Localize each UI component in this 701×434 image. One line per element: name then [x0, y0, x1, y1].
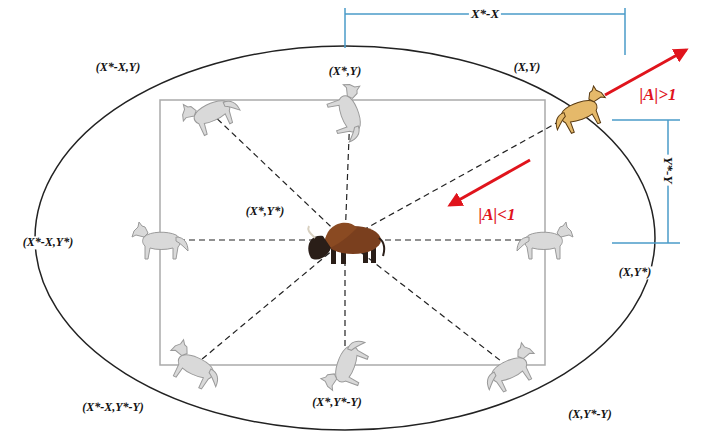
wolves: [132, 80, 613, 398]
bison-hump: [325, 223, 357, 250]
coordinate-label: (X,Y*-Y): [566, 408, 614, 421]
exploitation-arrow: [450, 160, 530, 205]
coordinate-label: (X*-X,Y*-Y): [80, 401, 146, 414]
coordinate-label: (X,Y): [512, 61, 542, 74]
lead-wolf: [548, 84, 613, 138]
dimension-tick: [612, 119, 680, 121]
bison: [308, 223, 384, 264]
coordinate-label: (X*,Y*-Y): [310, 396, 364, 409]
bison-tail: [379, 238, 384, 256]
dashed-line: [345, 240, 510, 368]
dimension-label: Y*-Y: [661, 155, 675, 186]
dimension-label: X*-X: [469, 7, 501, 21]
wolf: [517, 222, 573, 259]
wolf: [132, 222, 188, 259]
bison-head: [308, 236, 331, 260]
search-ellipse: [35, 46, 655, 430]
wolf: [323, 80, 377, 145]
wolf: [162, 337, 228, 394]
coordinate-label: (X*-X,Y*): [21, 236, 75, 249]
bison-horn: [308, 226, 315, 238]
dimension-tick: [344, 8, 346, 48]
wolf: [177, 84, 243, 141]
coordinate-label: (X*-X,Y): [94, 61, 142, 74]
condition-label: |A|<1: [476, 206, 517, 225]
dimension-brackets: [345, 8, 680, 243]
dashed-line: [345, 110, 580, 240]
coordinate-label: (X*,Y): [327, 65, 363, 78]
condition-label: |A|>1: [637, 86, 678, 105]
dashed-line: [210, 112, 345, 240]
wolf: [477, 340, 543, 397]
dashed-line: [195, 240, 345, 365]
dimension-tick: [624, 8, 626, 55]
coordinate-label: (X,Y*): [617, 266, 653, 279]
dimension-tick: [612, 242, 680, 244]
dashed-lines: [160, 110, 580, 368]
coordinate-label: (X*,Y*): [244, 205, 286, 218]
wolf: [319, 333, 373, 398]
